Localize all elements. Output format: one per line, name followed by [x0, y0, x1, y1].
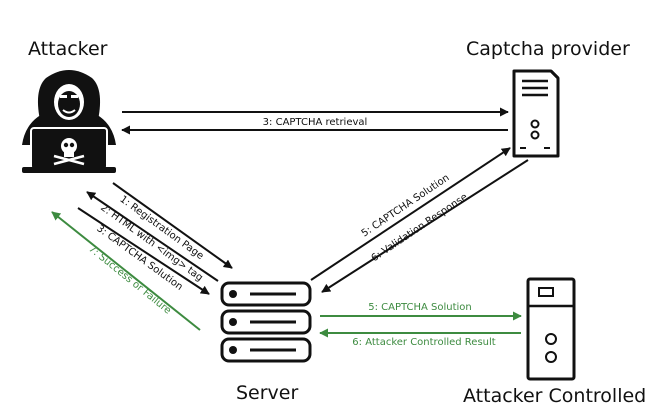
captcha-provider-label: Captcha provider — [466, 38, 630, 60]
attacker-label: Attacker — [28, 38, 108, 60]
captcha-solution-5-label: 5: CAPTCHA Solution — [360, 172, 452, 239]
attacker-controlled-label: Attacker Controlled — [463, 385, 646, 407]
arrow-html-img-tag — [86, 191, 219, 282]
hacker-laptop-icon — [22, 70, 116, 173]
arrow-captcha-solution-5 — [310, 147, 511, 281]
computer-tower-icon — [526, 277, 576, 381]
arrow-registration-page — [112, 182, 233, 269]
server-rack-icon — [220, 281, 312, 363]
server-label: Server — [236, 382, 298, 404]
arrow-captcha-solution-3 — [77, 207, 210, 295]
arrow-validation-response — [321, 159, 529, 293]
captcha-solution-green-label: 5: CAPTCHA Solution — [368, 302, 472, 313]
server-tower-icon — [512, 69, 560, 158]
attacker-controlled-result-label: 6: Attacker Controlled Result — [352, 337, 496, 348]
captcha-retrieval-label: 3: CAPTCHA retrieval — [263, 117, 368, 128]
arrow-success-failure — [51, 211, 201, 331]
